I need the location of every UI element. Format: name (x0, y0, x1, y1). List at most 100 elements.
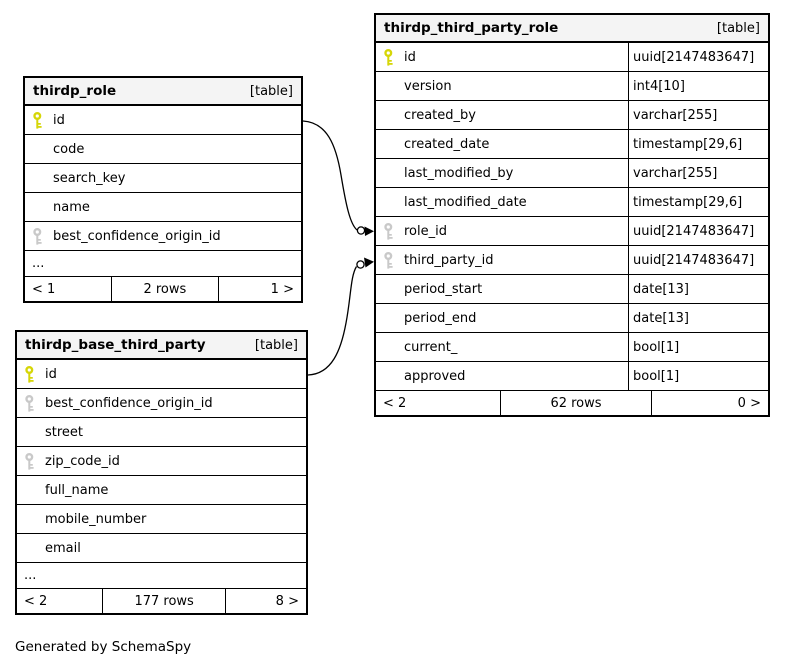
ellipsis-label: ... (24, 568, 37, 583)
primary-key-icon (25, 365, 34, 383)
column-name: created_by (404, 107, 476, 123)
child-count-cell: 1 > (218, 277, 301, 301)
column-row: period_start date[13] (376, 275, 768, 304)
column-row: email (17, 534, 306, 563)
column-name: best_confidence_origin_id (45, 395, 213, 411)
column-name: id (53, 112, 65, 128)
column-type: uuid[2147483647] (628, 246, 768, 274)
table-thirdp-base-third-party[interactable]: thirdp_base_third_party [table] id best_con… (15, 330, 308, 615)
column-row: created_date timestamp[29,6] (376, 130, 768, 159)
key-cell (25, 227, 53, 245)
column-row: approved bool[1] (376, 362, 768, 391)
table-title[interactable]: thirdp_role (33, 83, 117, 99)
key-cell (17, 452, 45, 470)
column-type: timestamp[29,6] (628, 130, 768, 158)
column-name: zip_code_id (45, 453, 120, 469)
key-cell (25, 111, 53, 129)
column-type: timestamp[29,6] (628, 188, 768, 216)
primary-key-icon (33, 111, 42, 129)
table-title[interactable]: thirdp_third_party_role (384, 20, 559, 36)
relationship-role-id (302, 120, 374, 236)
row-count-cell: 62 rows (499, 391, 651, 415)
column-type: bool[1] (628, 333, 768, 361)
relationship-third-party-id (307, 257, 374, 376)
arrowhead-icon (364, 226, 374, 236)
column-row: current_ bool[1] (376, 333, 768, 362)
child-count-cell: 8 > (225, 589, 306, 613)
column-type: varchar[255] (628, 101, 768, 129)
column-type: uuid[2147483647] (628, 43, 768, 71)
column-type: bool[1] (628, 362, 768, 390)
column-row: street (17, 418, 306, 447)
column-name: search_key (53, 170, 126, 186)
column-row: name (25, 193, 301, 222)
column-name: approved (404, 368, 466, 384)
row-count-cell: 2 rows (110, 277, 219, 301)
column-name: last_modified_date (404, 194, 527, 210)
column-row: created_by varchar[255] (376, 101, 768, 130)
columns-ellipsis-row: ... (17, 563, 306, 589)
parent-count-cell: < 2 (383, 395, 407, 411)
key-cell (376, 222, 404, 240)
column-row: zip_code_id (17, 447, 306, 476)
column-name: third_party_id (404, 252, 494, 268)
table-type-badge: [table] (249, 83, 293, 99)
column-name: street (45, 424, 84, 440)
table-header[interactable]: thirdp_base_third_party [table] (17, 332, 306, 360)
columns-ellipsis-row: ... (25, 251, 301, 277)
relationship-line (307, 266, 358, 376)
key-cell (17, 365, 45, 383)
parent-count-cell: < 2 (24, 593, 48, 609)
column-name: period_start (404, 281, 483, 297)
table-type-badge: [table] (254, 337, 298, 353)
foreign-key-icon (25, 452, 34, 470)
column-row: mobile_number (17, 505, 306, 534)
column-name: code (53, 141, 85, 157)
table-header[interactable]: thirdp_role [table] (25, 78, 301, 106)
parent-count-cell: < 1 (32, 281, 56, 297)
relationship-line (302, 120, 358, 231)
column-type: uuid[2147483647] (628, 217, 768, 245)
column-name: role_id (404, 223, 447, 239)
column-row: third_party_id uuid[2147483647] (376, 246, 768, 275)
column-name: id (45, 366, 57, 382)
column-name: email (45, 540, 81, 556)
table-title[interactable]: thirdp_base_third_party (25, 337, 206, 353)
column-name: mobile_number (45, 511, 147, 527)
column-name: name (53, 199, 90, 215)
foreign-key-icon (25, 394, 34, 412)
zero-or-many-circle-icon (356, 260, 365, 269)
column-name: full_name (45, 482, 109, 498)
row-count-cell: 177 rows (102, 589, 225, 613)
ellipsis-label: ... (32, 256, 45, 271)
foreign-key-icon (384, 251, 393, 269)
column-row: full_name (17, 476, 306, 505)
column-row: code (25, 135, 301, 164)
table-header[interactable]: thirdp_third_party_role [table] (376, 15, 768, 43)
column-name: version (404, 78, 452, 94)
table-type-badge: [table] (716, 20, 760, 36)
key-cell (376, 251, 404, 269)
zero-or-many-circle-icon (356, 226, 366, 235)
foreign-key-icon (384, 222, 393, 240)
column-row: last_modified_date timestamp[29,6] (376, 188, 768, 217)
column-name: created_date (404, 136, 490, 152)
column-type: date[13] (628, 275, 768, 303)
generator-note: Generated by SchemaSpy (15, 639, 192, 655)
column-type: int4[10] (628, 72, 768, 100)
column-row: id (17, 360, 306, 389)
key-cell (17, 394, 45, 412)
column-row: best_confidence_origin_id (17, 389, 306, 418)
column-name: current_ (404, 339, 458, 355)
column-row: role_id uuid[2147483647] (376, 217, 768, 246)
